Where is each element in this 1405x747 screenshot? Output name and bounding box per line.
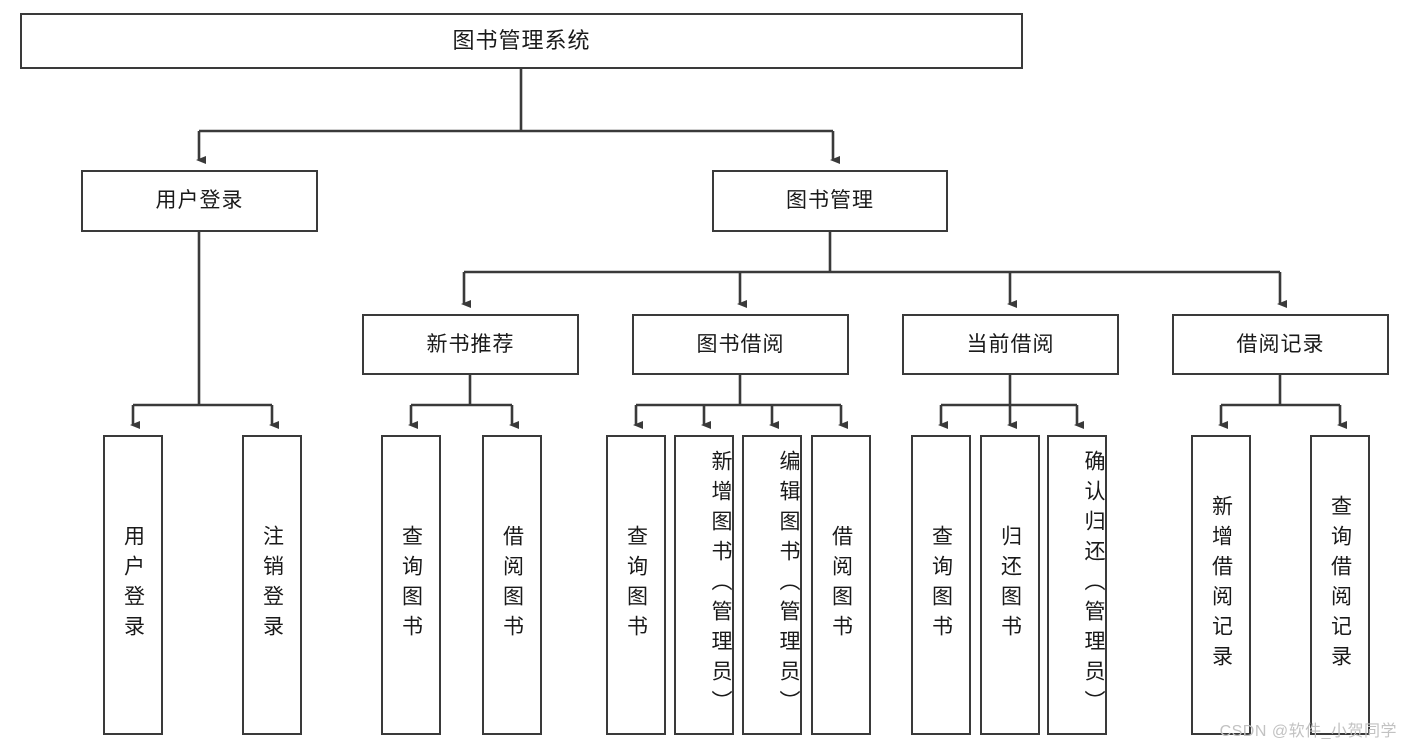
node-label: 新增借阅记录	[1209, 495, 1233, 675]
node-label: 查询借阅记录	[1328, 495, 1352, 675]
leaf-logout[interactable]: 注销登录	[242, 435, 302, 735]
node-label: 注销登录	[260, 525, 284, 645]
leaf-borrow-book-recommend[interactable]: 借阅图书	[482, 435, 542, 735]
watermark: CSDN @软件_小贺同学	[1219, 723, 1397, 740]
leaf-user-login[interactable]: 用户登录	[103, 435, 163, 735]
node-label: 图书管理系统	[452, 27, 591, 53]
leaf-confirm-return-admin[interactable]: 确认归还（管理员）	[1047, 435, 1107, 735]
node-label: 图书管理	[786, 189, 874, 213]
node-new-book-recommend[interactable]: 新书推荐	[362, 314, 579, 375]
node-label: 查询图书	[929, 525, 953, 645]
node-label: 用户登录	[121, 525, 145, 645]
leaf-add-book-admin[interactable]: 新增图书（管理员）	[674, 435, 734, 735]
leaf-query-borrow-record[interactable]: 查询借阅记录	[1310, 435, 1370, 735]
node-label: 编辑图书（管理员）	[777, 450, 800, 720]
node-label: 查询图书	[624, 525, 648, 645]
node-label: 新书推荐	[426, 332, 515, 356]
node-label: 用户登录	[155, 189, 244, 213]
node-borrow-record[interactable]: 借阅记录	[1172, 314, 1389, 375]
leaf-query-book-recommend[interactable]: 查询图书	[381, 435, 441, 735]
node-label: 图书借阅	[696, 332, 785, 356]
leaf-query-book-current[interactable]: 查询图书	[911, 435, 971, 735]
node-label: 查询图书	[399, 525, 423, 645]
node-label: 归还图书	[998, 525, 1022, 645]
node-label: 确认归还（管理员）	[1082, 450, 1105, 720]
leaf-add-borrow-record[interactable]: 新增借阅记录	[1191, 435, 1251, 735]
node-label: 借阅记录	[1236, 332, 1325, 356]
leaf-borrow-book[interactable]: 借阅图书	[811, 435, 871, 735]
node-label: 当前借阅	[966, 332, 1055, 356]
leaf-edit-book-admin[interactable]: 编辑图书（管理员）	[742, 435, 802, 735]
leaf-return-book[interactable]: 归还图书	[980, 435, 1040, 735]
node-book-management[interactable]: 图书管理	[712, 170, 948, 232]
node-user-login[interactable]: 用户登录	[81, 170, 318, 232]
node-label: 借阅图书	[500, 525, 524, 645]
node-label: 借阅图书	[829, 525, 853, 645]
node-current-borrow[interactable]: 当前借阅	[902, 314, 1119, 375]
node-root-system[interactable]: 图书管理系统	[20, 13, 1023, 69]
node-book-borrow[interactable]: 图书借阅	[632, 314, 849, 375]
leaf-query-book-borrow[interactable]: 查询图书	[606, 435, 666, 735]
node-label: 新增图书（管理员）	[709, 450, 732, 720]
